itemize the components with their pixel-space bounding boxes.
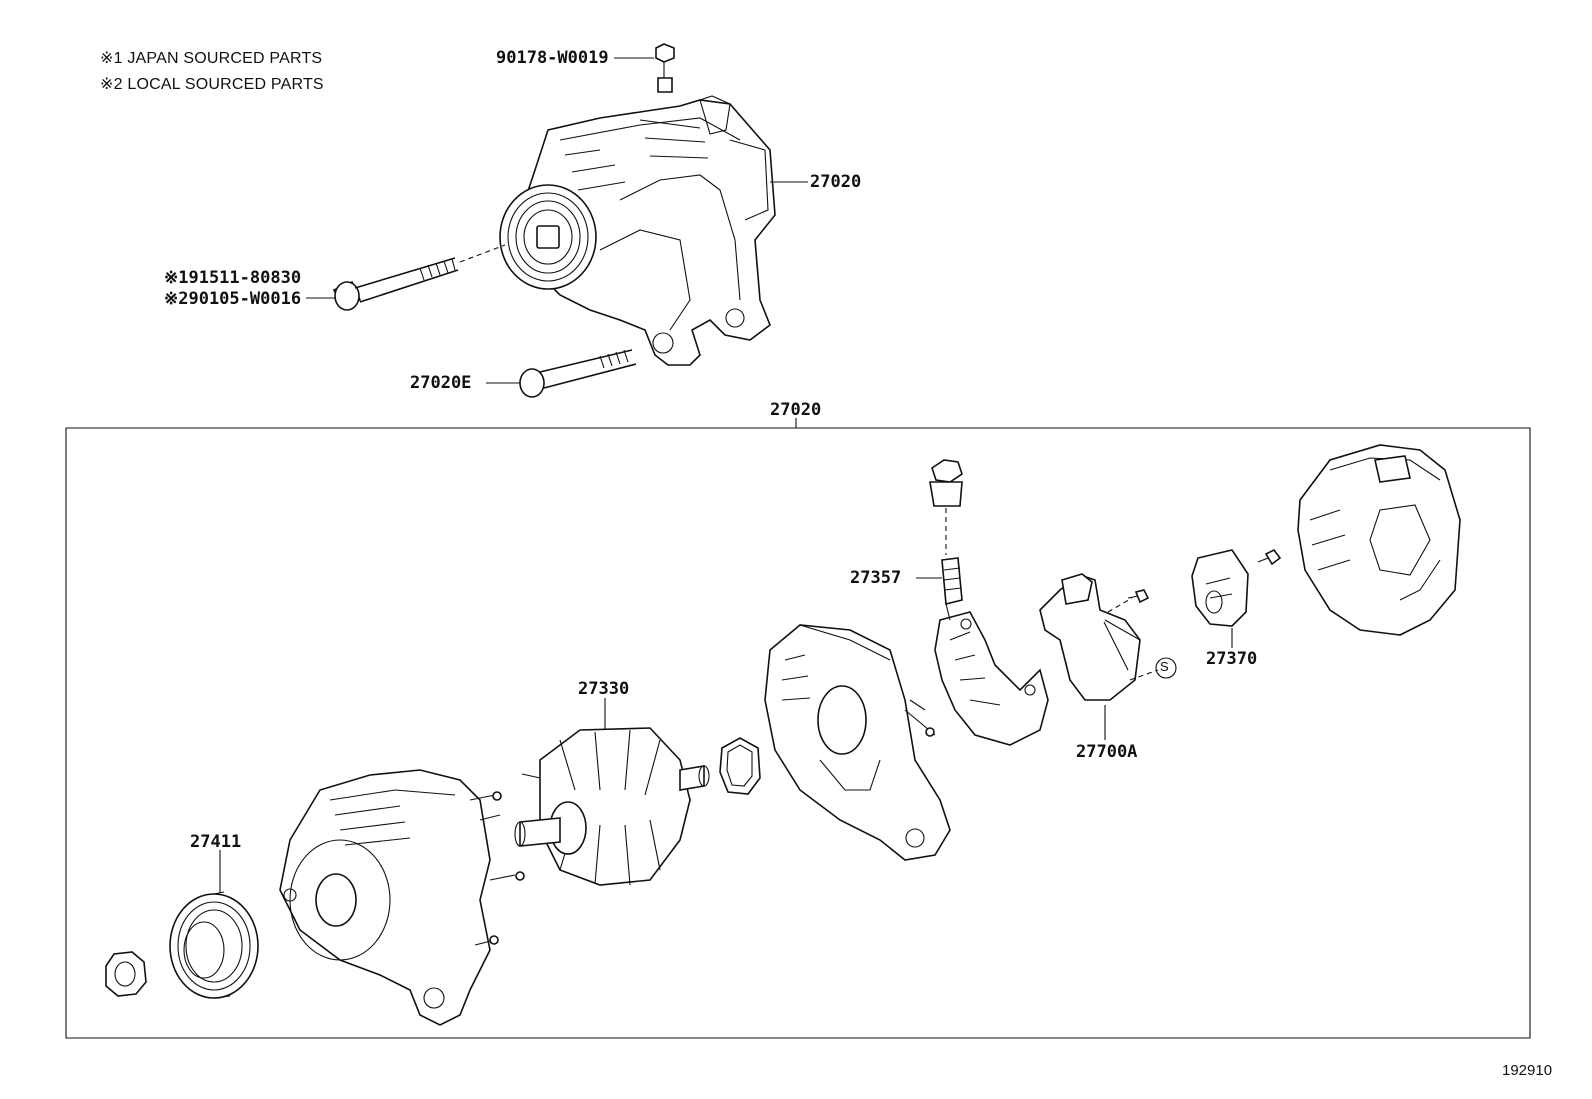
part-label-27020-assembly[interactable]: 27020	[810, 172, 862, 192]
part-label-27370[interactable]: 27370	[1206, 649, 1258, 669]
brush-holder-icon	[1192, 550, 1248, 626]
alternator-assembly-drawing	[500, 44, 775, 365]
lower-bolt-icon	[520, 350, 636, 397]
part-label-27020-group[interactable]: 27020	[770, 400, 822, 420]
frame-icon	[280, 770, 524, 1025]
part-label-27357[interactable]: 27357	[850, 568, 902, 588]
legend-local-sourced: ※2 LOCAL SOURCED PARTS	[100, 76, 324, 93]
pulley-icon	[170, 892, 258, 998]
part-label-27700a[interactable]: 27700A	[1076, 742, 1138, 762]
s-mark-label: S	[1160, 659, 1169, 674]
exploded-view-frame	[66, 428, 1530, 1038]
regulator-icon	[1040, 574, 1158, 700]
screw-icon-2	[1258, 550, 1280, 564]
terminal-insulator-icon	[930, 460, 962, 604]
rear-cover-icon	[1298, 445, 1460, 635]
rectifier-icon	[935, 604, 1048, 745]
nut-icon	[106, 952, 146, 996]
diagram-number: 192910	[1502, 1062, 1553, 1079]
part-label-27330[interactable]: 27330	[578, 679, 630, 699]
legend-japan-sourced: ※1 JAPAN SOURCED PARTS	[100, 50, 323, 67]
rear-frame-icon	[765, 625, 950, 860]
part-label-90178-w0019[interactable]: 90178-W0019	[496, 48, 609, 68]
s-mark-circle	[1156, 658, 1176, 678]
part-label-27020e[interactable]: 27020E	[410, 373, 472, 393]
screw-icon	[1128, 590, 1148, 602]
part-label-27411[interactable]: 27411	[190, 832, 242, 852]
top-nut-icon	[656, 44, 674, 92]
long-bolt-icon	[334, 258, 458, 310]
rotor-icon	[515, 728, 709, 885]
part-label-91511-80830[interactable]: ※191511-80830	[164, 268, 302, 288]
part-label-90105-w0016[interactable]: ※290105-W0016	[164, 289, 302, 309]
